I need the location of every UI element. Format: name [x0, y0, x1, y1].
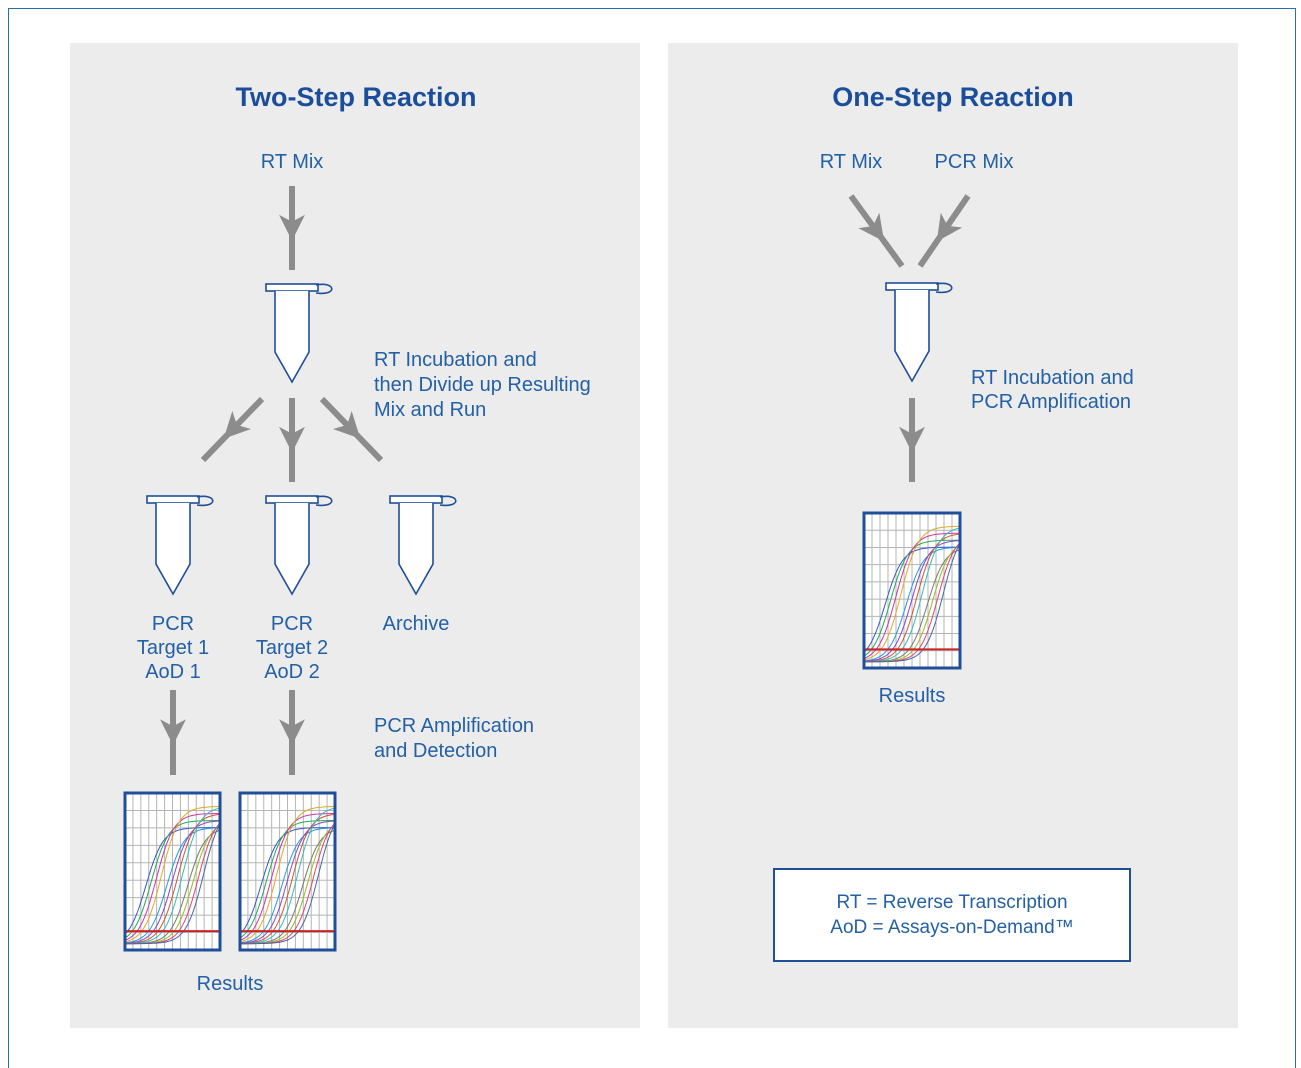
results-chart-target-1: [123, 791, 222, 952]
flow-arrows: [160, 186, 971, 775]
one-step-pcr-mix-label: PCR Mix: [934, 151, 1014, 173]
amp-note-line-2: and Detection: [374, 740, 498, 762]
arrow-incubation-down: [899, 398, 925, 482]
results-chart-target-2: [238, 791, 337, 952]
two-step-note-line-1: RT Incubation and: [374, 349, 537, 371]
archive-label: Archive: [382, 613, 450, 635]
arrow-diag-right: [319, 396, 384, 463]
arrow-target1-down: [160, 690, 186, 775]
tube-1-label-line-3: AoD 1: [145, 661, 201, 683]
tube-target-2: [265, 495, 333, 596]
arrow-target2-down: [279, 690, 305, 775]
result-charts: [123, 511, 962, 952]
tube-2-label-line-2: Target 2: [255, 637, 329, 659]
legend-line-rt: RT = Reverse Transcription: [836, 892, 1068, 913]
two-step-results-label: Results: [196, 973, 264, 995]
two-step-title: Two-Step Reaction: [235, 82, 477, 112]
tube-2-label-line-1: PCR: [270, 613, 314, 635]
two-step-note-line-2: then Divide up Resulting: [374, 374, 591, 396]
one-step-rt-mix-label: RT Mix: [819, 151, 883, 173]
arrow-center-down: [279, 398, 305, 482]
one-step-results-label: Results: [878, 685, 946, 707]
two-step-rt-mix-label: RT Mix: [260, 151, 324, 173]
arrow-rt-mix-diag: [848, 194, 905, 268]
amp-note-line-1: PCR Amplification: [374, 715, 535, 737]
tubes: [146, 282, 953, 596]
tube-rt-mix: [265, 283, 333, 384]
one-step-note-line-1: RT Incubation and: [971, 367, 1134, 389]
tube-target-1: [146, 495, 214, 596]
arrow-rt-mix-down: [279, 186, 305, 270]
tube-archive: [389, 495, 457, 596]
one-step-title: One-Step Reaction: [832, 82, 1074, 112]
tube-one-step: [885, 282, 953, 383]
tube-1-label-line-1: PCR: [151, 613, 195, 635]
arrow-pcr-mix-diag: [917, 194, 971, 268]
tube-1-label-line-2: Target 1: [136, 637, 210, 659]
figure-frame: [8, 8, 1296, 1068]
tube-2-label-line-3: AoD 2: [264, 661, 320, 683]
one-step-note-line-2: PCR Amplification: [971, 391, 1132, 413]
arrow-diag-left: [200, 396, 265, 463]
results-chart-one-step: [862, 511, 962, 670]
legend-line-aod: AoD = Assays-on-Demand™: [830, 917, 1074, 938]
two-step-note-line-3: Mix and Run: [374, 399, 487, 421]
legend-box: RT = Reverse Transcription AoD = Assays-…: [773, 868, 1131, 962]
